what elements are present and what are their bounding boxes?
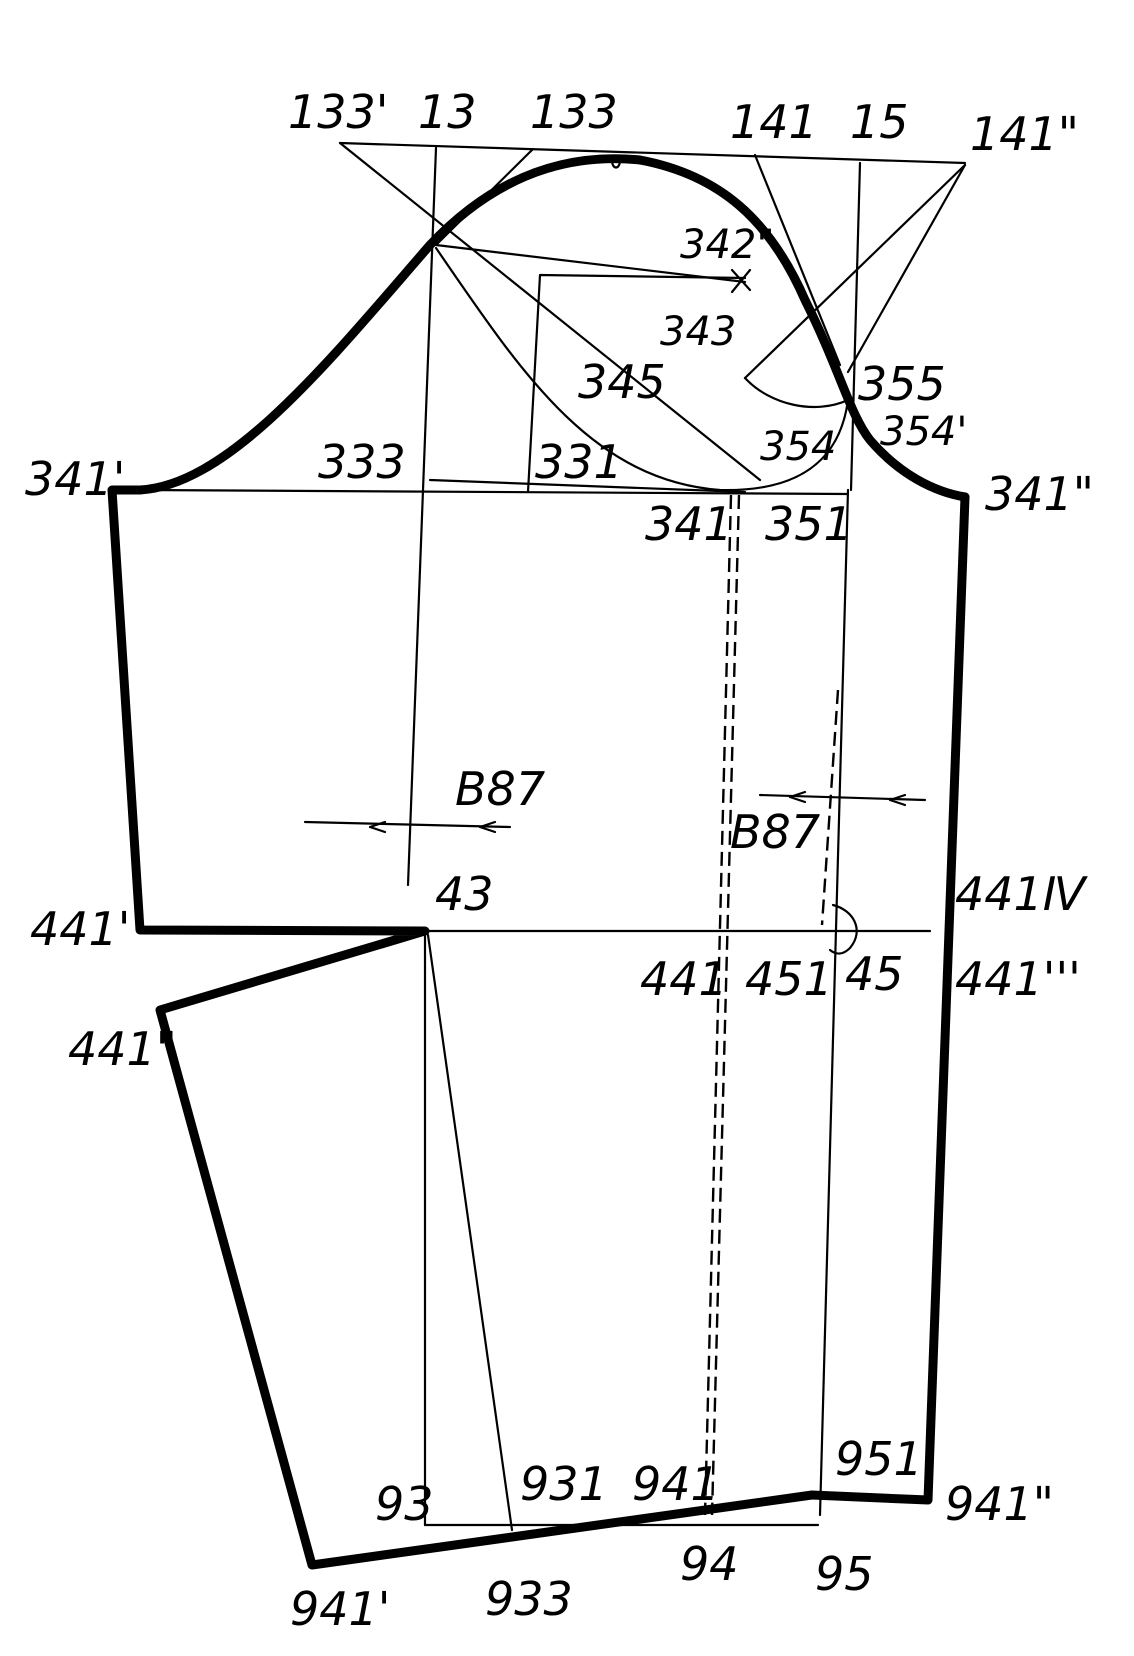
label-451: 451 — [745, 952, 833, 1006]
label-13: 13 — [418, 85, 477, 139]
construction-lines — [138, 141, 967, 1532]
label-931: 931 — [520, 1457, 608, 1511]
upper-sleeve-outline — [107, 485, 970, 1570]
label-45: 45 — [845, 947, 904, 1001]
label-141: 141 — [730, 95, 818, 149]
line-333-to-341 — [428, 478, 747, 494]
dashed-line-451 — [820, 689, 840, 926]
label-351: 351 — [765, 497, 853, 551]
angle-arc-45 — [828, 903, 858, 955]
under-curve-345-354 — [434, 246, 850, 492]
label-441iii: 441''' — [955, 952, 1081, 1006]
label-342: 342" — [680, 222, 775, 268]
label-341: 341 — [645, 497, 733, 551]
label-951: 951 — [835, 1432, 923, 1486]
label-441pp: 441" — [68, 1022, 177, 1076]
b87-right-marker — [758, 793, 927, 802]
label-441: 441 — [640, 952, 728, 1006]
label-441iv: 441Ⅳ — [955, 867, 1089, 921]
curve-343-to-354 — [743, 376, 850, 408]
label-343: 343 — [660, 309, 736, 355]
vertical-line-351 — [818, 488, 850, 1517]
label-354p: 354' — [880, 409, 967, 455]
label-941p: 941' — [290, 1582, 390, 1636]
label-941pp: 941" — [945, 1477, 1054, 1531]
horizontal-341 — [138, 488, 850, 496]
diagonal-141pp-to-355 — [846, 163, 967, 374]
label-15: 15 — [850, 95, 909, 149]
label-b87-right: B87 — [730, 805, 820, 859]
label-94: 94 — [680, 1537, 739, 1591]
label-333: 333 — [318, 435, 406, 489]
vertical-line-15 — [849, 161, 862, 492]
label-331: 331 — [535, 435, 623, 489]
diagonal-141pp-to-343 — [743, 163, 967, 380]
label-355: 355 — [858, 357, 946, 411]
label-354: 354 — [760, 424, 836, 470]
label-133: 133 — [530, 85, 618, 139]
label-43: 43 — [435, 867, 494, 921]
label-341p: 341' — [25, 452, 125, 506]
vertical-line-13 — [406, 146, 438, 887]
top-line — [338, 141, 967, 165]
label-345: 345 — [578, 355, 666, 409]
line-141-to-355 — [753, 153, 842, 367]
line-13-to-342-arrow — [434, 243, 747, 284]
label-141pp: 141" — [970, 107, 1079, 161]
label-95: 95 — [815, 1547, 874, 1601]
line-331-rect — [526, 273, 747, 494]
label-441p: 441' — [30, 902, 130, 956]
pattern-outline — [107, 154, 970, 1570]
line-43-to-933 — [426, 933, 514, 1532]
tick-marks — [368, 790, 907, 834]
label-93: 93 — [375, 1477, 434, 1531]
point-labels: 133' 13 133 141 15 141" 342" 343 345 355… — [25, 85, 1094, 1636]
dashed-line-441b — [710, 494, 741, 1516]
label-941: 941 — [632, 1457, 720, 1511]
dashed-line-441a — [703, 494, 733, 1516]
label-341pp: 341" — [985, 467, 1094, 521]
diagonal-133p-to-43 — [338, 141, 762, 482]
sleeve-cap-curve — [135, 154, 970, 502]
label-b87-left: B87 — [455, 762, 545, 816]
label-133p: 133' — [288, 85, 388, 139]
label-933: 933 — [485, 1572, 573, 1626]
arrowhead-342-b — [730, 268, 752, 294]
dashed-lines — [703, 494, 840, 1516]
b87-left-marker — [303, 820, 512, 829]
